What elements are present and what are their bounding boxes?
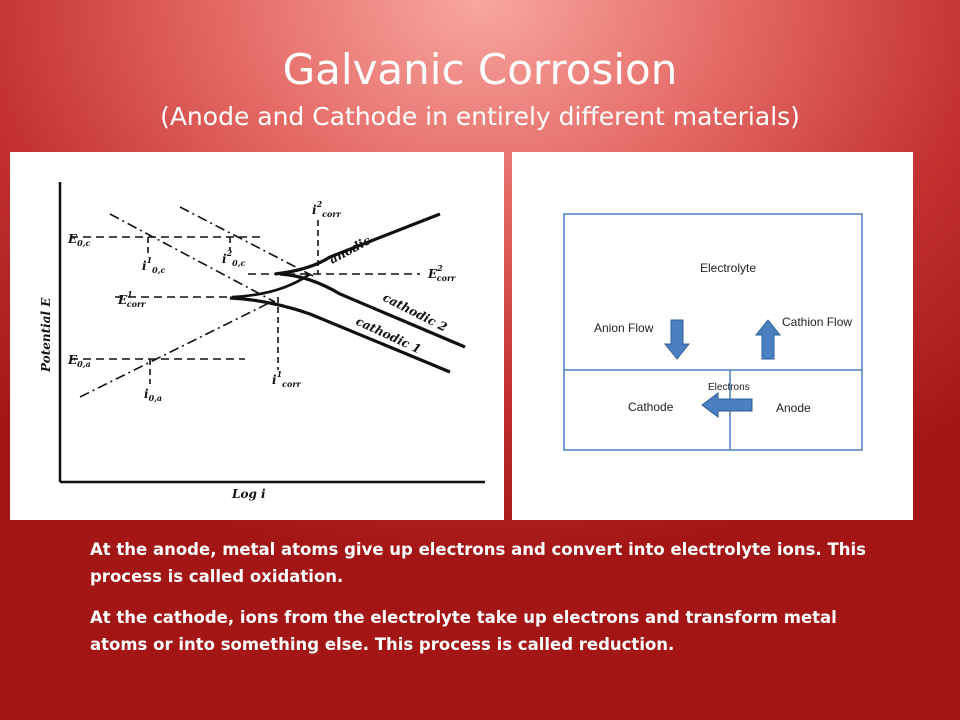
i0a-label: i0,a [144, 387, 162, 403]
i1corr-label: i1corr [272, 369, 302, 389]
cathodic-1-extrapolation [109, 213, 276, 303]
electrons-label: Electrons [708, 382, 750, 393]
cell-outer-box [563, 213, 863, 451]
anode-label: Anode [776, 401, 811, 415]
i2-0c-label: i20,c [222, 248, 245, 268]
galvanic-cell-diagram: Electrolyte Anion Flow Cathion Flow Elec… [512, 152, 913, 520]
cathodic-1-curve [229, 296, 451, 374]
galvanic-cell-svg: Electrolyte Anion Flow Cathion Flow Elec… [563, 213, 863, 451]
cation-flow-arrow-icon [754, 319, 782, 360]
cathodic-2-extrapolation [179, 206, 316, 278]
axis-x-label: Log i [231, 487, 266, 501]
anion-flow-label: Anion Flow [594, 321, 654, 335]
electron-flow-arrow-icon [701, 392, 753, 418]
slide-subtitle: (Anode and Cathode in entirely different… [160, 102, 800, 131]
anodic-extrapolation [79, 299, 276, 398]
electrolyte-label: Electrolyte [700, 261, 756, 275]
cathodic-2-curve [279, 272, 466, 349]
e0a-label: E0,a [67, 353, 91, 369]
anode-paragraph: At the anode, metal atoms give up electr… [90, 540, 866, 586]
i2corr-label: i2corr [312, 199, 342, 219]
cathode-label: Cathode [628, 400, 674, 414]
e0c-label: E0,c [67, 232, 91, 248]
axis-y-label: Potential E [39, 297, 53, 373]
slide-title: Galvanic Corrosion [282, 45, 678, 94]
cation-flow-label: Cathion Flow [782, 315, 852, 329]
anion-flow-arrow-icon [663, 319, 691, 360]
i1-0c-label: i10,c [142, 255, 165, 275]
anodic-curve-label: anodic [327, 233, 374, 267]
cathode-paragraph: At the cathode, ions from the electrolyt… [90, 608, 837, 654]
